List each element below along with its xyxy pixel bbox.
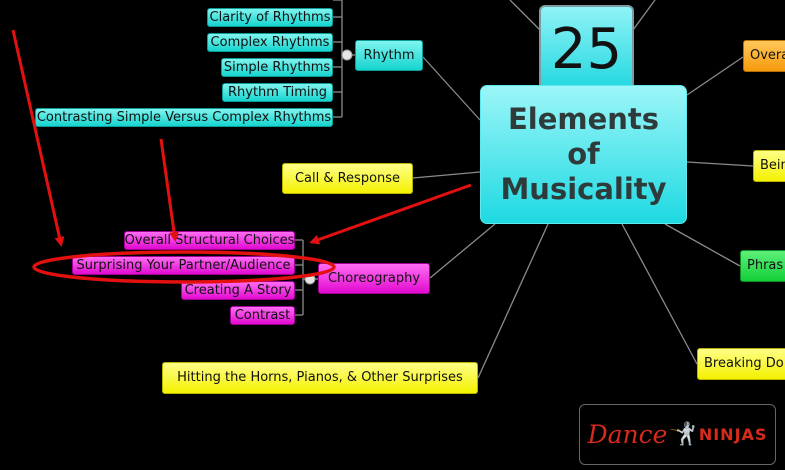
choreography-collapse-dot[interactable]: [304, 273, 316, 285]
rhythm-collapse-dot[interactable]: [341, 49, 353, 61]
choreo-child-structural[interactable]: Overall Structural Choices: [124, 231, 295, 250]
breaking-node[interactable]: Breaking Do: [697, 348, 785, 380]
connector-center-phrasing: [664, 223, 741, 267]
connector-center-being: [686, 161, 754, 167]
number-badge[interactable]: 25: [539, 5, 634, 94]
hitting-node[interactable]: Hitting the Horns, Pianos, & Other Surpr…: [162, 362, 478, 394]
rhythm-child-simple[interactable]: Simple Rhythms: [221, 58, 333, 77]
connector-center-top-left: [509, 0, 541, 31]
choreo-child-contrast[interactable]: Contrast: [230, 306, 295, 325]
connector-center-top-right: [632, 0, 656, 31]
rhythm-child-clarity[interactable]: Clarity of Rhythms: [207, 8, 333, 27]
connector-center-call-response: [412, 171, 481, 179]
center-node[interactable]: Elements of Musicality: [480, 85, 687, 224]
logo-caps-text: NINJAS: [698, 425, 768, 444]
choreo-child-surprising[interactable]: Surprising Your Partner/Audience: [72, 256, 295, 275]
connector-center-rhythm: [422, 56, 481, 121]
connector-center-choreography: [429, 223, 496, 279]
being-node[interactable]: Bein: [753, 150, 785, 182]
rhythm-child-complex[interactable]: Complex Rhythms: [207, 33, 333, 52]
choreography-node[interactable]: Choreography: [318, 263, 430, 294]
choreo-child-story[interactable]: Creating A Story: [181, 281, 295, 300]
center-title: Elements of Musicality: [500, 102, 667, 206]
connector-center-breaking: [621, 223, 698, 365]
rhythm-child-contrasting[interactable]: Contrasting Simple Versus Complex Rhythm…: [35, 108, 333, 127]
call-response-node[interactable]: Call & Response: [282, 163, 413, 194]
connector-center-overall: [686, 56, 744, 96]
rhythm-node[interactable]: Rhythm: [355, 40, 423, 71]
phrasing-node[interactable]: Phras: [740, 250, 785, 282]
rhythm-child-timing[interactable]: Rhythm Timing: [222, 83, 333, 102]
ninja-figure-icon: 🤺: [669, 422, 697, 447]
connector-center-hitting: [477, 223, 549, 379]
dance-ninjas-logo: Dance 🤺 NINJAS: [579, 404, 776, 465]
overall-node[interactable]: Overa: [743, 40, 785, 72]
logo-script-text: Dance: [587, 420, 668, 449]
